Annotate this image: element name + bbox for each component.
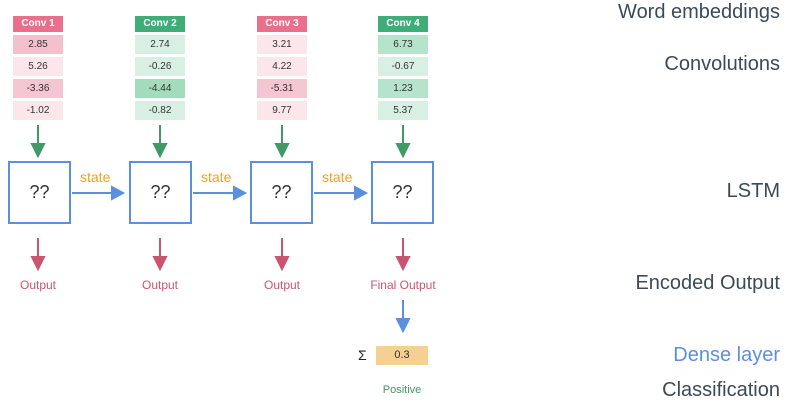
conv-value-cell: 5.37 xyxy=(378,101,428,120)
conv-value-cell: -4.44 xyxy=(135,79,185,98)
conv-value-cell: 5.26 xyxy=(13,57,63,76)
label-convolutions: Convolutions xyxy=(664,53,780,75)
conv-header: Conv 1 xyxy=(13,16,63,32)
label-dense-layer: Dense layer xyxy=(673,344,780,366)
lstm-cell-4: ?? xyxy=(371,161,434,224)
dense-value-box: 0.3 xyxy=(376,346,428,365)
conv-column-2: Conv 2 2.74 -0.26 -4.44 -0.82 xyxy=(135,16,185,120)
conv-header: Conv 3 xyxy=(257,16,307,32)
conv-value-cell: 4.22 xyxy=(257,57,307,76)
output-label: Output xyxy=(19,278,57,292)
conv-header: Conv 2 xyxy=(135,16,185,32)
conv-column-3: Conv 3 3.21 4.22 -5.31 9.77 xyxy=(257,16,307,120)
label-word-embeddings: Word embeddings xyxy=(618,1,780,23)
conv-value-cell: 3.21 xyxy=(257,35,307,54)
conv-column-4: Conv 4 6.73 -0.67 1.23 5.37 xyxy=(378,16,428,120)
sigma-symbol: Σ xyxy=(358,347,367,363)
conv-value-cell: -3.36 xyxy=(13,79,63,98)
final-output-label: Final Output xyxy=(370,278,436,292)
state-arrows xyxy=(72,185,369,201)
conv-value-cell: -0.82 xyxy=(135,101,185,120)
conv-value-cell: 1.23 xyxy=(378,79,428,98)
state-label: state xyxy=(322,169,353,185)
conv-value-cell: -5.31 xyxy=(257,79,307,98)
conv-value-cell: 2.74 xyxy=(135,35,185,54)
state-label: state xyxy=(80,169,111,185)
output-label: Output xyxy=(263,278,301,292)
conv-value-cell: -0.26 xyxy=(135,57,185,76)
conv-value-cell: 2.85 xyxy=(13,35,63,54)
conv-value-cell: -0.67 xyxy=(378,57,428,76)
classification-result: Positive xyxy=(382,384,422,396)
label-lstm: LSTM xyxy=(726,180,780,202)
output-label: Output xyxy=(141,278,179,292)
lstm-cell-3: ?? xyxy=(250,161,313,224)
conv-header: Conv 4 xyxy=(378,16,428,32)
dense-arrow xyxy=(395,300,411,334)
label-encoded-output: Encoded Output xyxy=(635,272,780,294)
output-arrows xyxy=(30,238,411,272)
state-label: state xyxy=(201,169,232,185)
conv-to-lstm-arrows xyxy=(30,125,411,159)
conv-value-cell: -1.02 xyxy=(13,101,63,120)
conv-value-cell: 9.77 xyxy=(257,101,307,120)
lstm-cell-1: ?? xyxy=(8,161,71,224)
lstm-cell-2: ?? xyxy=(129,161,192,224)
conv-column-1: Conv 1 2.85 5.26 -3.36 -1.02 xyxy=(13,16,63,120)
conv-value-cell: 6.73 xyxy=(378,35,428,54)
label-classification: Classification xyxy=(662,379,780,401)
